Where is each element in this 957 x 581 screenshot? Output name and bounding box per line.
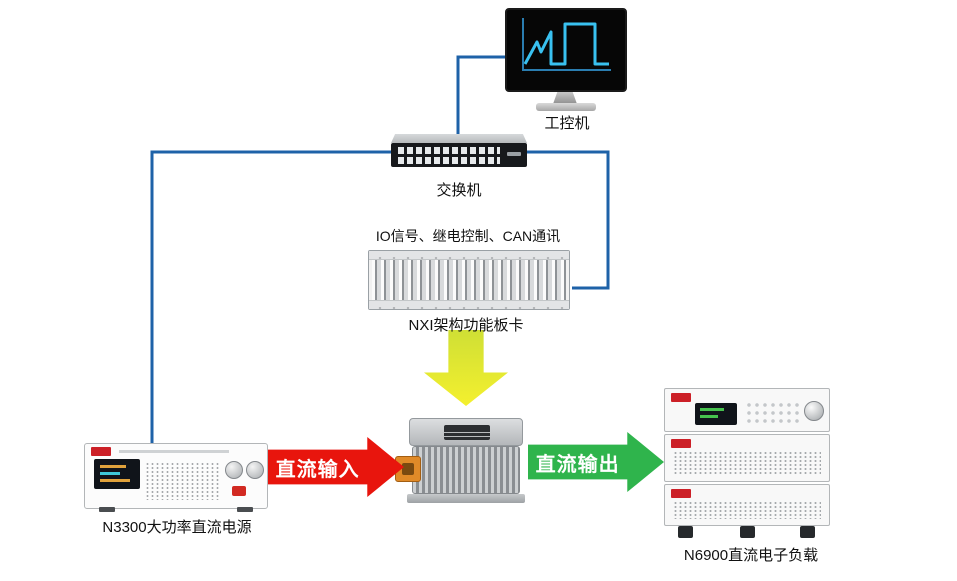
load-button-grid: [745, 401, 801, 427]
rack-caption: IO信号、继电控制、CAN通讯: [375, 228, 561, 244]
monitor-stand-base: [536, 103, 596, 111]
monitor-stand-neck: [553, 92, 577, 104]
switch-port-row: [398, 147, 500, 154]
dc-output-arrow-label: 直流输出: [535, 453, 620, 476]
psu-foot: [237, 507, 253, 512]
psu-display-line: [100, 479, 130, 482]
dc-output-arrow: 直流输出: [528, 432, 664, 492]
psu-label: N3300大功率直流电源: [102, 519, 252, 536]
load-caster-wheel: [740, 526, 755, 538]
n6900-electronic-load: [664, 388, 830, 540]
psu-power-switch: [232, 486, 246, 496]
chart-axes: [522, 18, 611, 71]
load-brand-badge: [671, 489, 691, 498]
load-vent-grid: [673, 451, 821, 475]
dut-connector-socket: [402, 463, 414, 475]
rack-card-slots: [372, 260, 566, 300]
industrial-pc-label: 工控机: [544, 115, 590, 132]
load-module-unit: [664, 484, 830, 526]
industrial-pc-monitor: [505, 8, 627, 92]
dut-heatsink-fins: [412, 446, 520, 494]
dut-converter: [395, 412, 525, 504]
psu-output-terminal: [225, 461, 243, 479]
load-caster-wheel: [800, 526, 815, 538]
load-rotary-knob: [804, 401, 824, 421]
load-vent-grid: [673, 501, 821, 519]
switch-port-row: [398, 157, 500, 164]
load-label: N6900直流电子负载: [683, 547, 819, 564]
dc-input-arrow: 直流输入: [268, 437, 404, 497]
switch-top-face: [391, 134, 527, 143]
load-brand-badge: [671, 393, 691, 402]
switch-brand-mark: [507, 152, 521, 156]
rack-label: NXI架构功能板卡: [408, 317, 524, 334]
psu-model-strip: [119, 450, 229, 453]
n3300-power-supply: [84, 443, 268, 512]
psu-display: [94, 459, 140, 489]
dut-lid: [409, 418, 523, 446]
dut-base-plate: [407, 494, 525, 503]
psu-display-line: [100, 465, 126, 468]
load-display: [695, 403, 737, 425]
ethernet-switch: [391, 143, 527, 167]
psu-brand-badge: [91, 447, 111, 456]
psu-display-line: [100, 472, 120, 475]
dut-nameplate: [444, 425, 490, 440]
load-display-line: [700, 408, 724, 411]
dc-input-arrow-label: 直流输入: [275, 458, 360, 481]
wire-switch-to-psu: [150, 150, 393, 448]
psu-output-terminal: [246, 461, 264, 479]
rack-rail-bottom: [369, 300, 569, 309]
load-display-line: [700, 415, 718, 418]
load-brand-badge: [671, 439, 691, 448]
switch-label: 交换机: [436, 182, 482, 199]
psu-vent-grid: [145, 462, 221, 500]
nxi-rack: [368, 250, 570, 310]
load-control-unit: [664, 388, 830, 432]
psu-foot: [99, 507, 115, 512]
wire-switch-to-rack: [526, 150, 610, 290]
load-module-unit: [664, 434, 830, 482]
load-caster-wheel: [678, 526, 693, 538]
waveform-icon: [522, 18, 611, 71]
wire-pc-to-switch: [456, 55, 507, 142]
rack-rail-top: [369, 251, 569, 260]
chart-trace: [523, 22, 609, 66]
